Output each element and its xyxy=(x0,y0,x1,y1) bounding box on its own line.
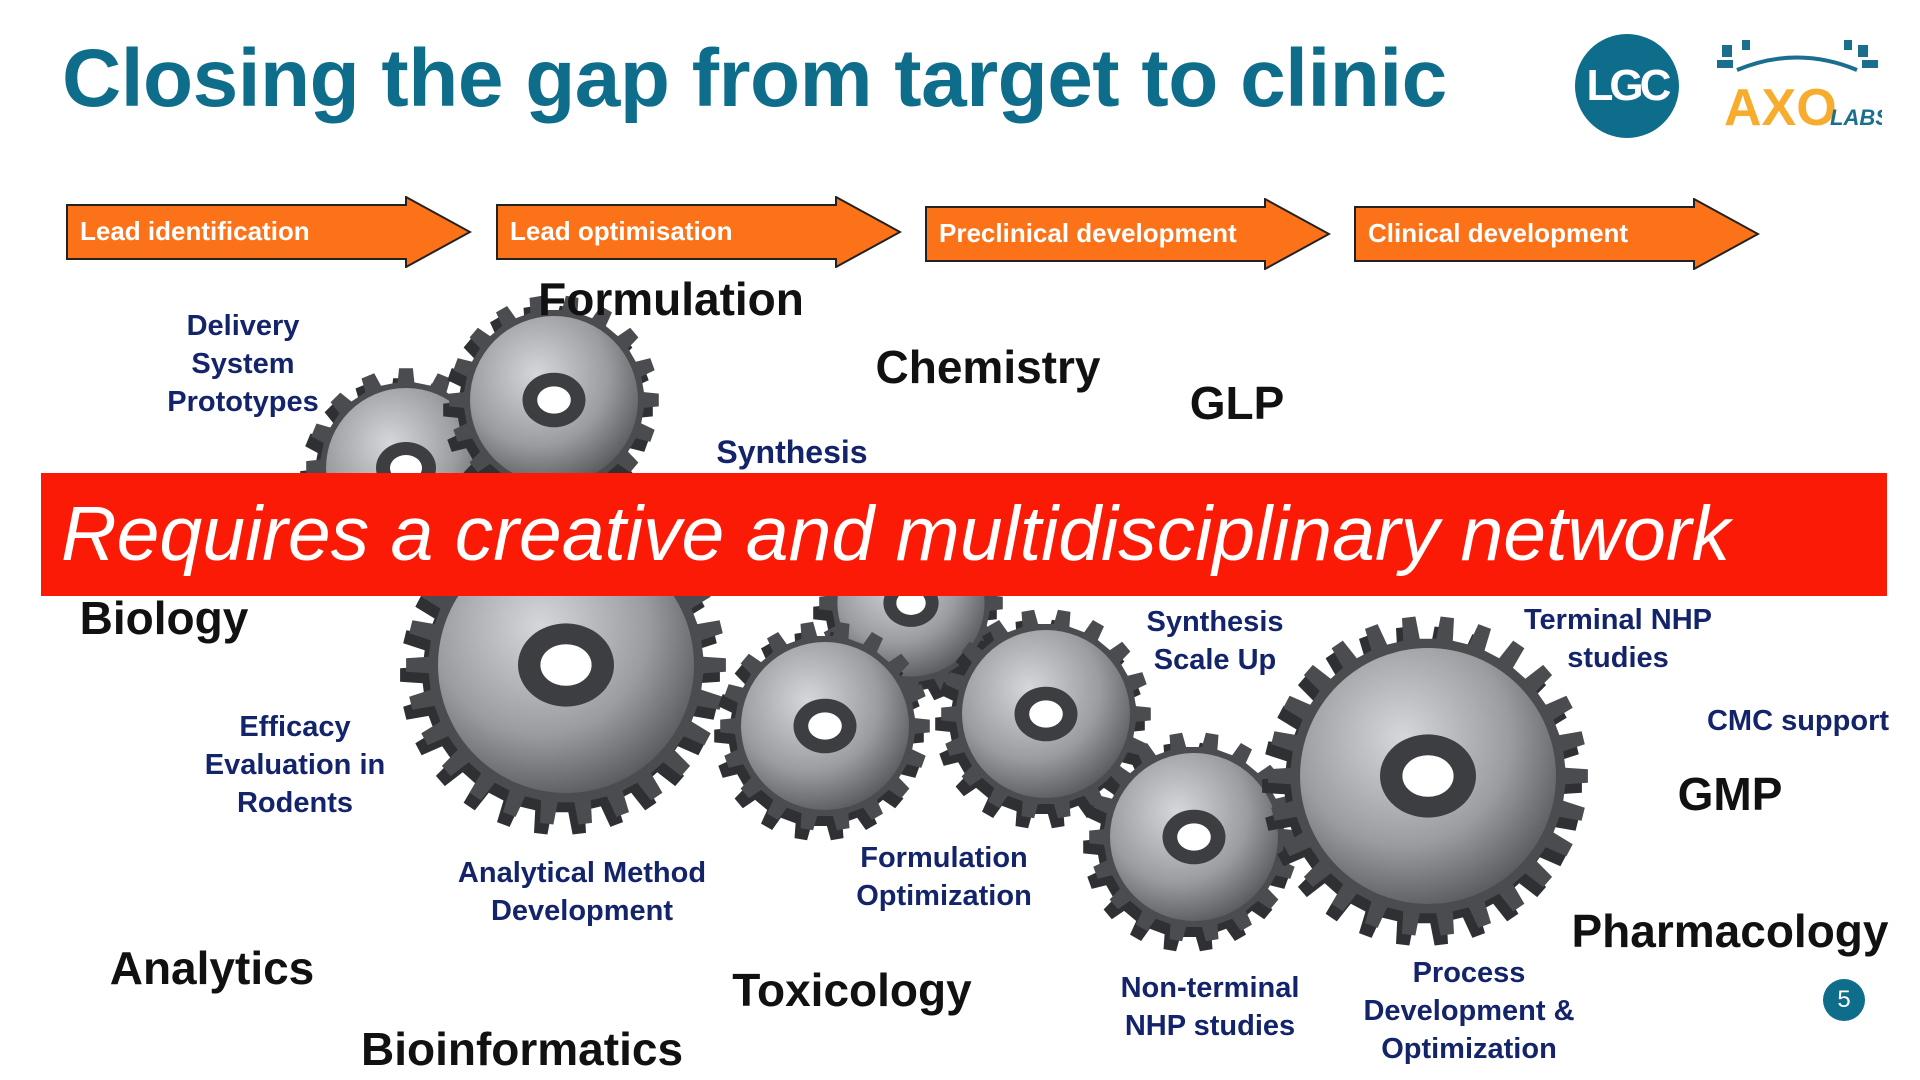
svg-text:LABS: LABS xyxy=(1830,105,1882,130)
phase-arrow-lead-identification: Lead identification xyxy=(66,196,472,268)
phase-arrow-preclinical: Preclinical development xyxy=(925,198,1331,270)
phase-arrow-clinical: Clinical development xyxy=(1354,198,1760,270)
gear-icon xyxy=(714,621,930,841)
phase-label: Lead identification xyxy=(80,216,310,246)
label-synthesis: Synthesis xyxy=(716,434,868,470)
banner-text: Requires a creative and multidisciplinar… xyxy=(61,491,1731,577)
label-chemistry: Chemistry xyxy=(875,341,1101,393)
label-biology: Biology xyxy=(79,592,249,644)
gear-icon xyxy=(443,295,659,515)
label-gmp: GMP xyxy=(1677,768,1783,820)
label-formulation: Formulation xyxy=(538,273,804,325)
banner: Requires a creative and multidisciplinar… xyxy=(41,473,1887,596)
phase-arrow-lead-optimisation: Lead optimisation xyxy=(496,196,902,268)
page-number-badge: 5 xyxy=(1823,979,1865,1021)
label-bioinformatics: Bioinformatics xyxy=(360,1023,684,1075)
axolabs-logo: AXO LABS xyxy=(1717,40,1882,135)
phase-label: Lead optimisation xyxy=(510,216,733,246)
label-toxicology: Toxicology xyxy=(732,964,972,1016)
phase-label: Preclinical development xyxy=(939,218,1237,248)
gear-icon xyxy=(1262,616,1588,946)
phase-label: Clinical development xyxy=(1368,218,1629,248)
gear-icon xyxy=(1083,732,1299,952)
gear-icon xyxy=(935,609,1151,829)
label-analytics: Analytics xyxy=(109,942,315,994)
svg-text:AXO: AXO xyxy=(1724,79,1837,135)
label-glp: GLP xyxy=(1189,377,1285,429)
slide-title: Closing the gap from target to clinic xyxy=(62,33,1447,124)
label-pharmacology: Pharmacology xyxy=(1571,905,1889,957)
label-cmc-support: CMC support xyxy=(1706,705,1890,737)
lgc-logo: LGC xyxy=(1575,34,1679,138)
